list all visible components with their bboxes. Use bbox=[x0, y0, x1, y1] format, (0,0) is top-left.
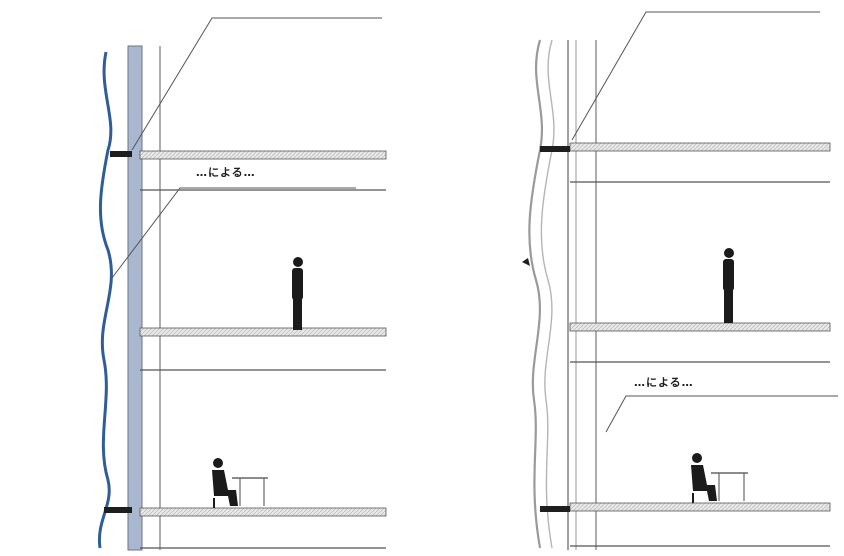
left-seated-person bbox=[212, 458, 268, 508]
right-slab-3 bbox=[569, 502, 831, 512]
right-note: …による… bbox=[634, 376, 694, 389]
left-slab-3 bbox=[139, 507, 387, 517]
left-wall-column bbox=[127, 45, 143, 551]
left-standing-person bbox=[292, 257, 303, 330]
right-facade-curve bbox=[528, 39, 544, 549]
right-panel bbox=[522, 11, 838, 550]
left-slab-1 bbox=[139, 150, 387, 160]
left-slab-2 bbox=[139, 327, 387, 337]
left-facade-curve bbox=[97, 51, 113, 549]
right-standing-person bbox=[723, 248, 734, 323]
left-note: …による… bbox=[196, 166, 256, 179]
right-seated-person bbox=[691, 453, 748, 503]
left-panel bbox=[97, 17, 387, 551]
right-slab-2 bbox=[569, 322, 831, 332]
right-slab-1 bbox=[569, 142, 831, 152]
